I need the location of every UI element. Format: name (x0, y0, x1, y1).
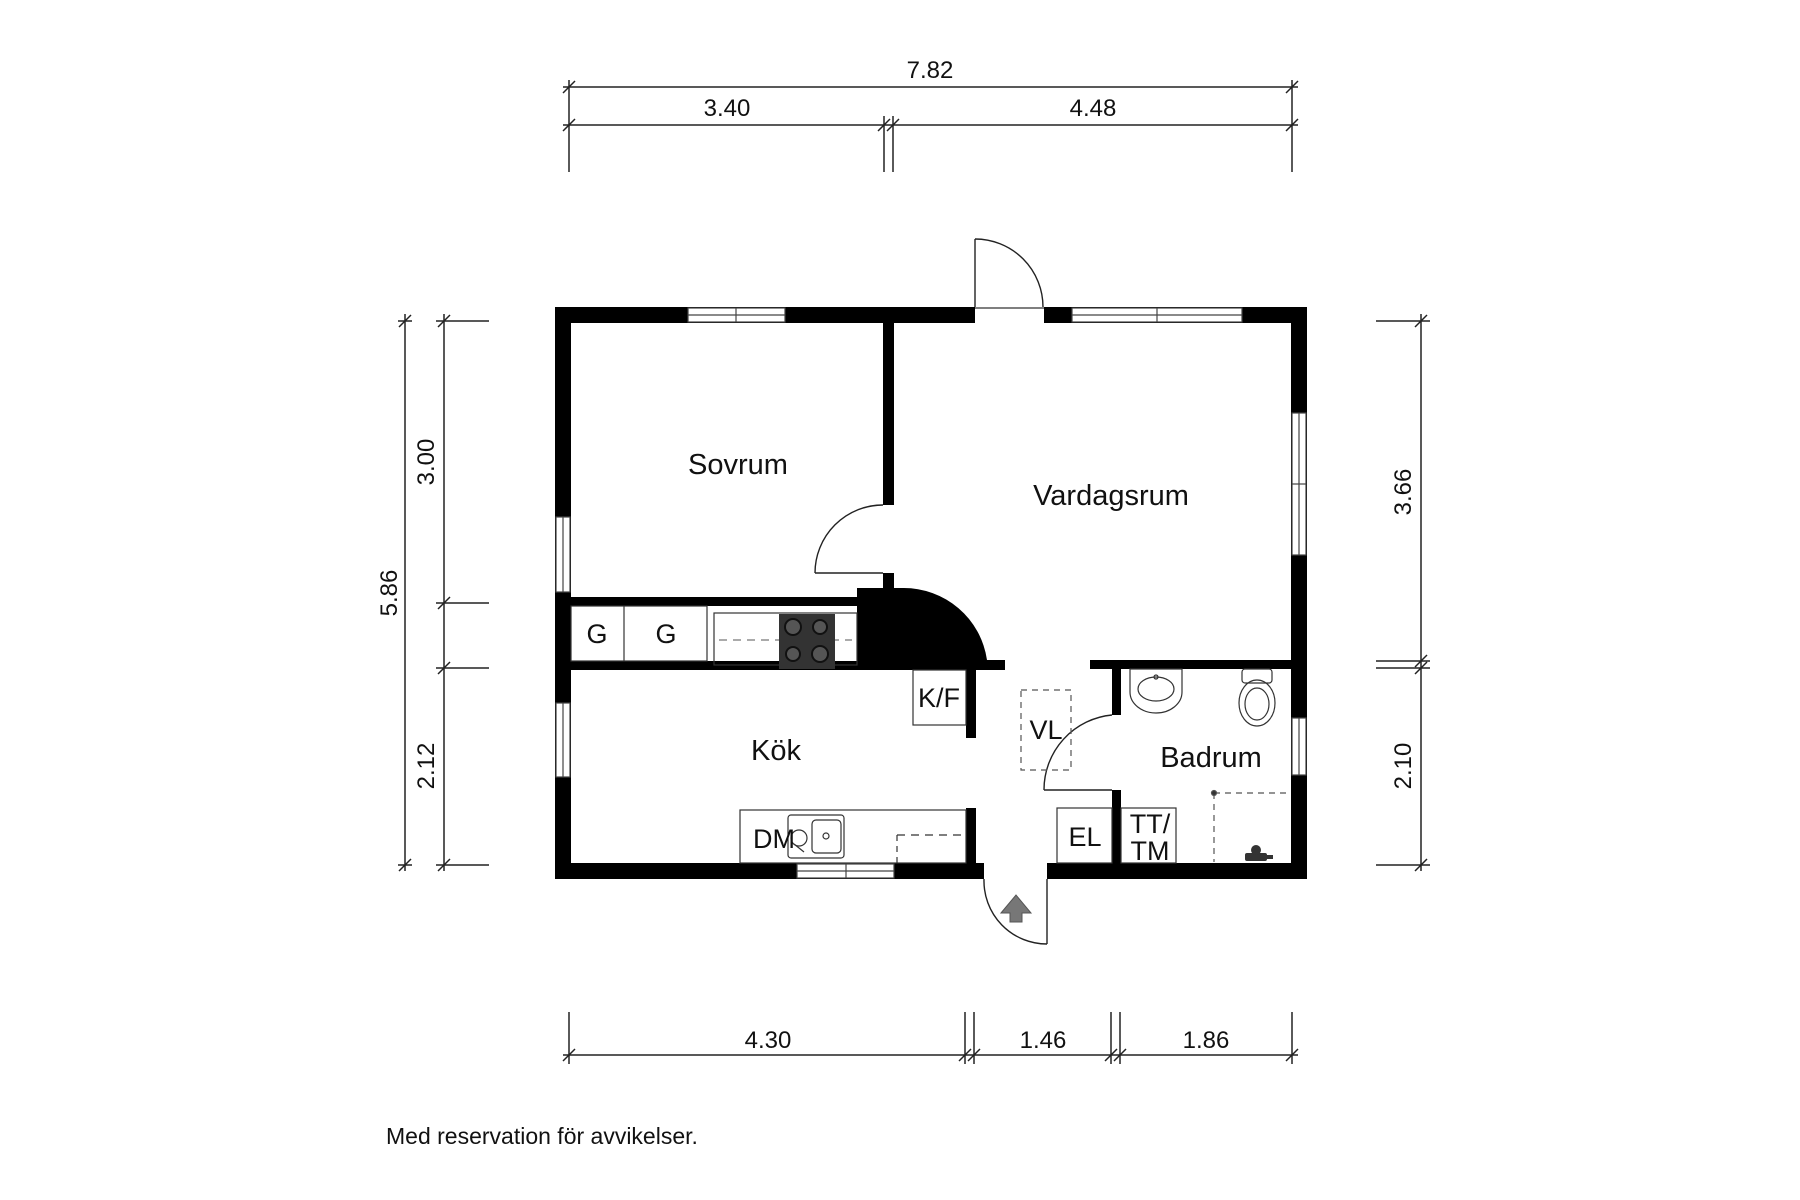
electrical-cabinet (1056, 807, 1113, 864)
shower-area (1210, 789, 1291, 862)
laundry-cabinet (1120, 807, 1177, 864)
wardrobes (570, 605, 708, 662)
dim-left-lower: 2.12 (413, 743, 440, 790)
wardrobe-label-2: G (655, 619, 676, 649)
disclaimer-text: Med reservation för avvikelser. (386, 1123, 698, 1149)
dim-left-total: 5.86 (376, 570, 403, 617)
kitchen-counter-bottom (739, 809, 967, 864)
laundry-label-line2: TM (1131, 836, 1170, 866)
toilet-icon (1238, 668, 1276, 727)
electrical-label: EL (1068, 822, 1101, 852)
dimension-lines (398, 80, 1430, 1064)
dim-bottom-1: 4.30 (745, 1027, 792, 1054)
washer-label: VL (1029, 715, 1062, 745)
washbasin-icon (1129, 668, 1183, 714)
room-label-sovrum: Sovrum (688, 449, 788, 481)
dim-right-upper: 3.66 (1390, 469, 1417, 516)
room-label-kok: Kök (751, 735, 801, 767)
room-label-vardagsrum: Vardagsrum (1033, 480, 1189, 512)
dim-top-total: 7.82 (907, 57, 954, 84)
windows (555, 307, 1307, 879)
dim-bottom-3: 1.86 (1183, 1027, 1230, 1054)
wardrobe-label-1: G (586, 619, 607, 649)
washer-space (1020, 689, 1072, 771)
entrance-arrow-icon (999, 894, 1033, 923)
fridge (912, 669, 967, 726)
dim-bottom-2: 1.46 (1020, 1027, 1067, 1054)
dim-top-right: 4.48 (1070, 95, 1117, 122)
walls (555, 307, 1307, 879)
dim-right-lower: 2.10 (1390, 743, 1417, 790)
sink-icon (787, 814, 845, 859)
dishwasher-label: DM (753, 824, 795, 854)
doors (814, 238, 1113, 945)
stove-icon (779, 614, 835, 669)
laundry-label-line1: TT/ (1130, 809, 1171, 839)
dim-left-upper: 3.00 (413, 439, 440, 486)
room-label-badrum: Badrum (1160, 742, 1262, 774)
dim-top-left: 3.40 (704, 95, 751, 122)
shower-fixture-icon (1245, 845, 1273, 861)
fridge-label: K/F (918, 683, 960, 713)
